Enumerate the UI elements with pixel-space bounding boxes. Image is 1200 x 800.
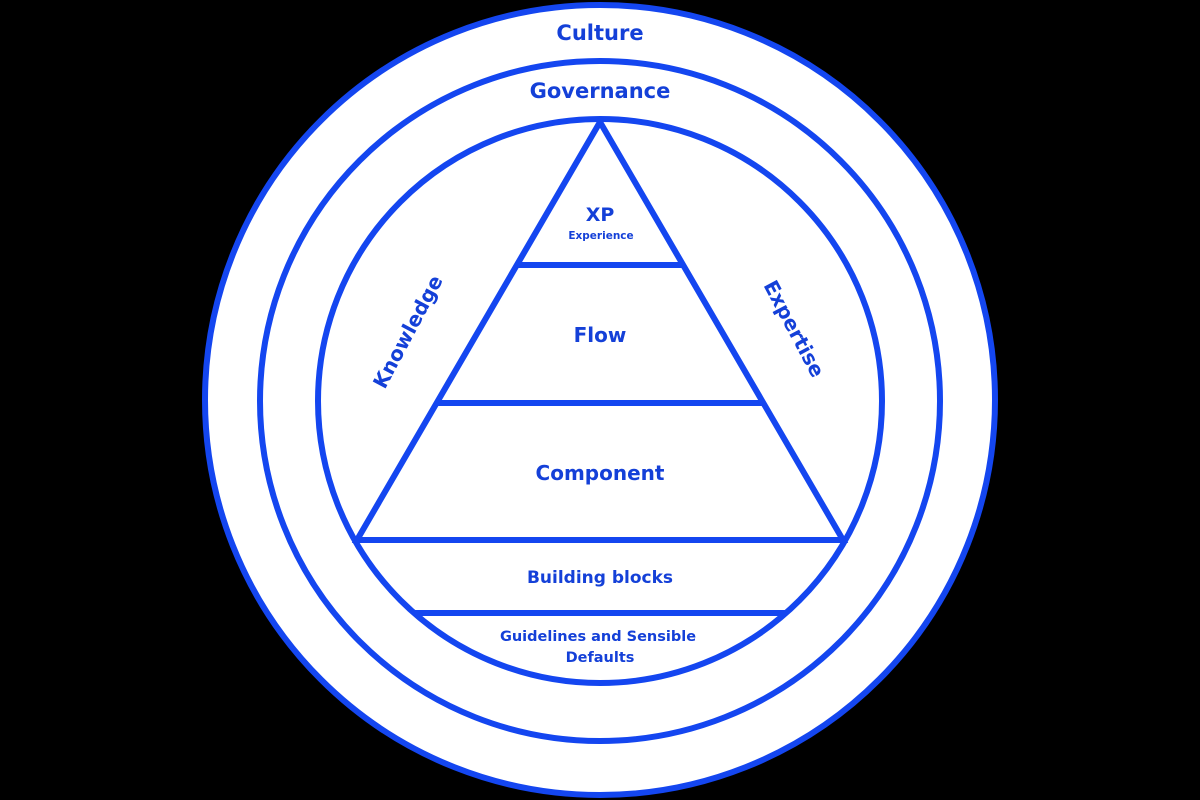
building-blocks-label: Building blocks [527,568,673,588]
guidelines-label-line2: Defaults [566,650,635,666]
guidelines-label-line1: Guidelines and Sensible [500,629,696,645]
xp-subtitle: Experience [568,230,633,242]
governance-label: Governance [530,79,671,103]
pyramid [351,116,849,543]
component-label: Component [536,461,665,485]
culture-label: Culture [556,21,643,45]
xp-title: XP [586,204,615,226]
flow-label: Flow [574,323,627,347]
